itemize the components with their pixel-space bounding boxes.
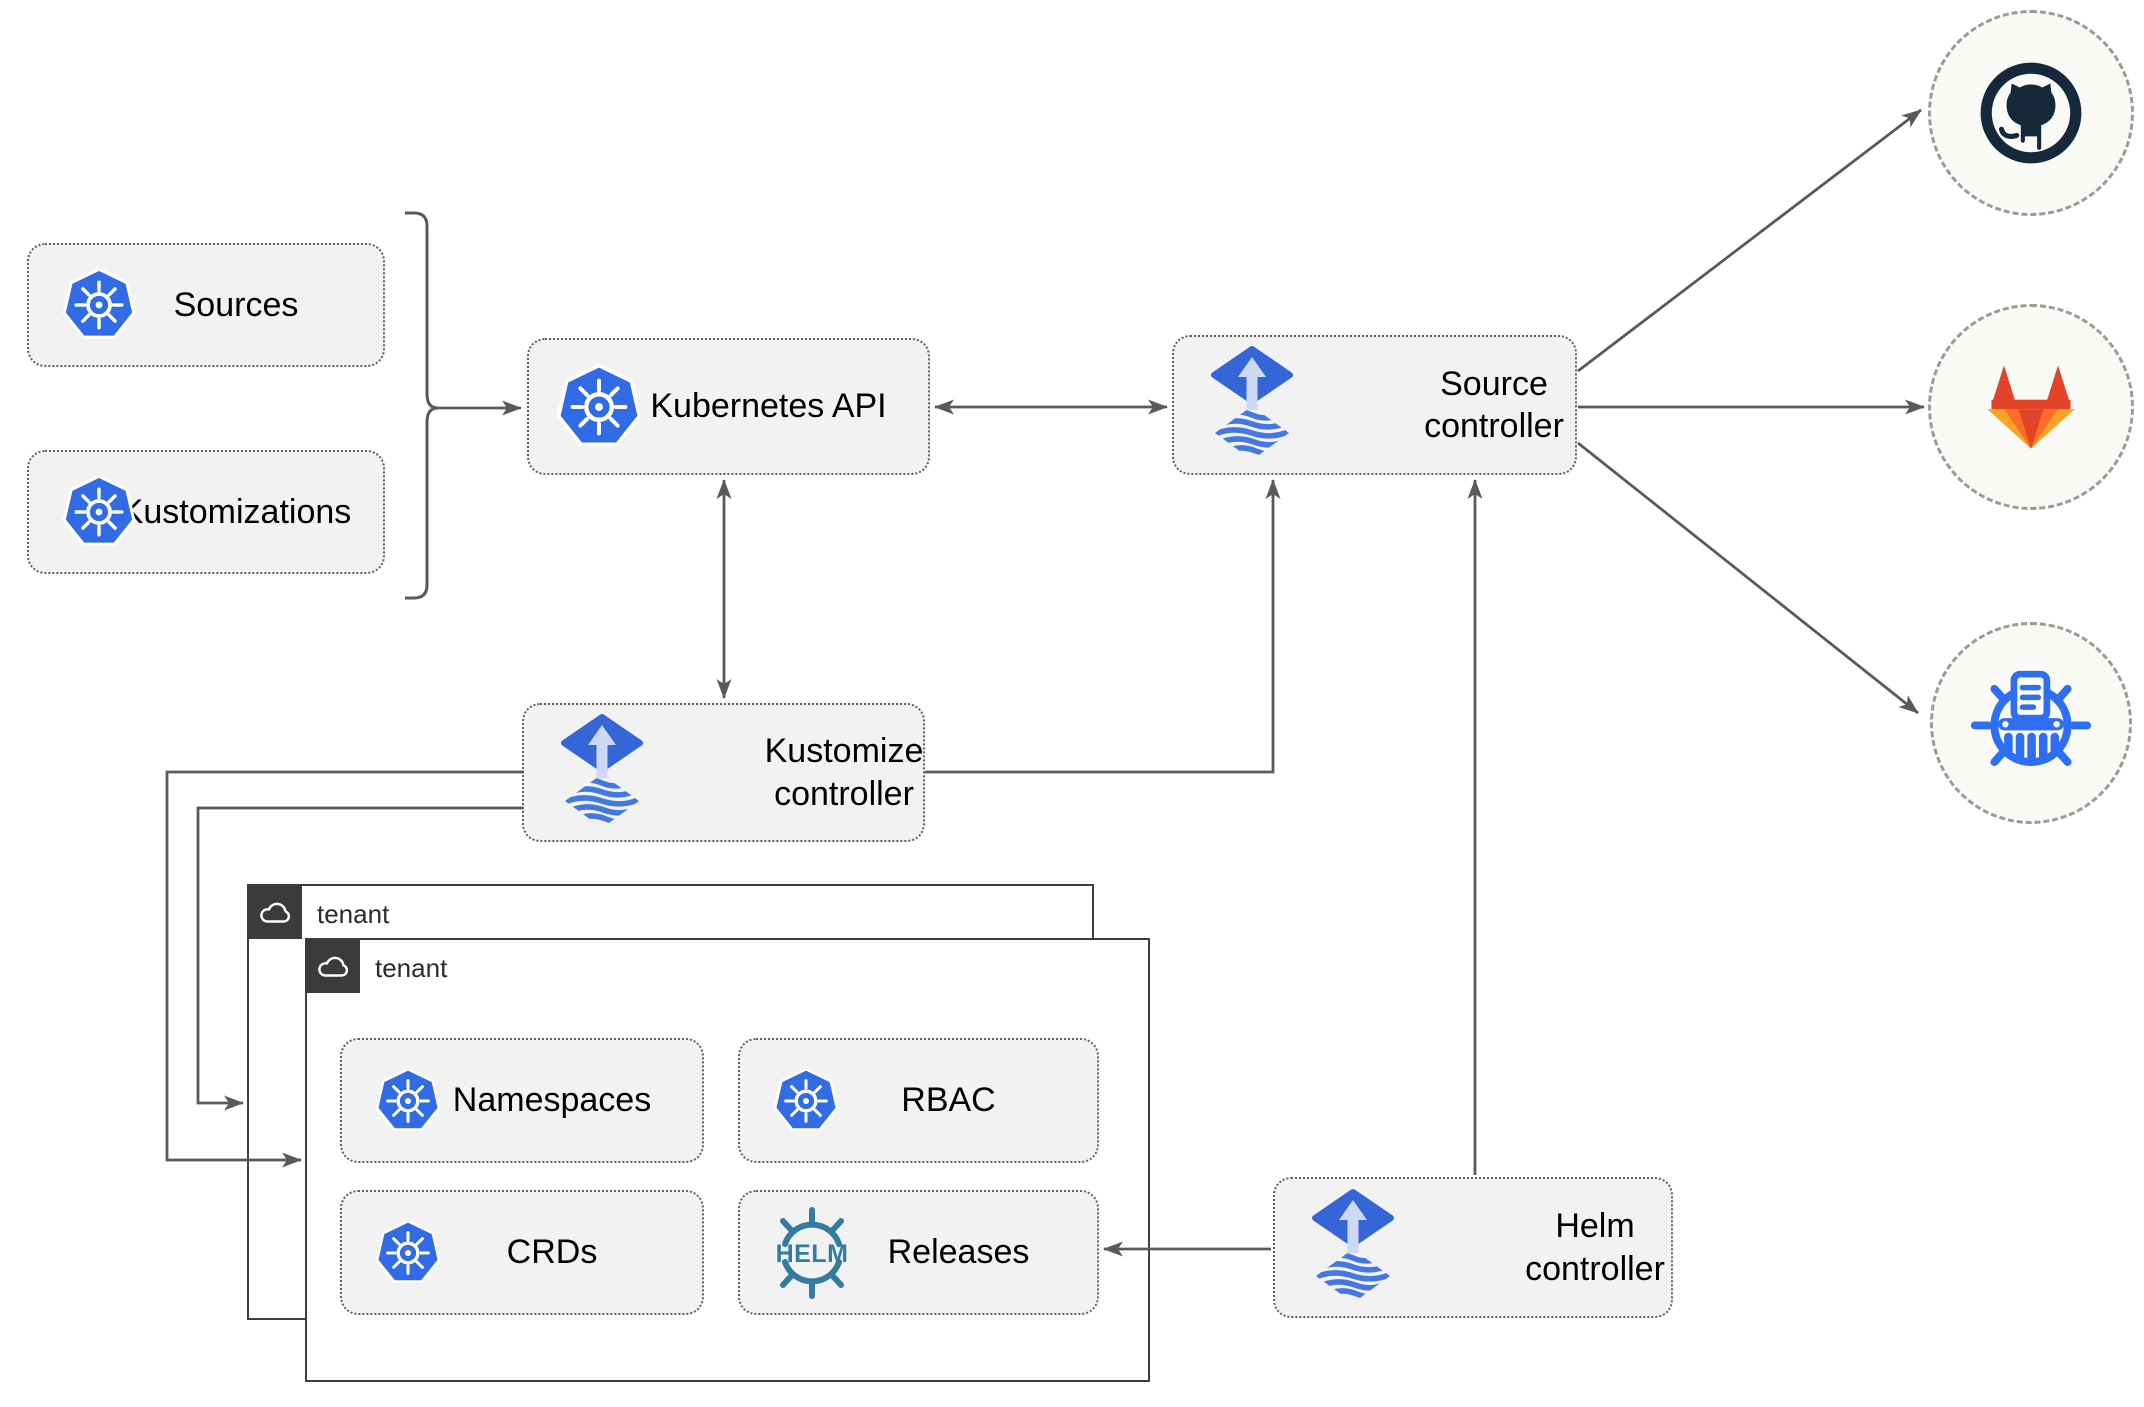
gitlab-icon xyxy=(1987,365,2075,449)
cloud-icon xyxy=(318,956,349,977)
cloud-icon xyxy=(260,902,291,923)
node-label: Kustomize controller xyxy=(764,732,924,813)
kubernetes-icon xyxy=(375,1068,441,1131)
tenant-label: tenant xyxy=(317,899,390,929)
kubernetes-icon xyxy=(773,1068,839,1131)
node-label: CRDs xyxy=(506,1233,598,1272)
node-kubernetes-api: Kubernetes API xyxy=(527,338,930,475)
node-label: RBAC xyxy=(901,1081,996,1120)
node-label: Kustomizations xyxy=(120,492,352,531)
node-sources: Sources xyxy=(27,243,385,367)
node-label: Helm controller xyxy=(1525,1207,1665,1288)
kubernetes-icon xyxy=(555,364,643,449)
node-kustomizations: Kustomizations xyxy=(27,450,385,574)
node-source-controller: Source controller xyxy=(1172,335,1577,475)
github-icon xyxy=(1980,62,2082,164)
tenant-tab xyxy=(248,885,302,939)
flux-icon xyxy=(560,714,644,832)
arrow-source-controller-to-github xyxy=(1577,108,1922,373)
node-namespaces: Namespaces xyxy=(340,1038,704,1163)
node-releases: HELM Releases xyxy=(738,1190,1099,1315)
helm-logo-text: HELM xyxy=(776,1240,849,1268)
arrow-kustomize-to-source-controller xyxy=(925,479,1281,774)
node-label: Source controller xyxy=(1424,364,1564,446)
node-helm-controller: Helm controller xyxy=(1273,1177,1673,1318)
node-label: Kubernetes API xyxy=(650,387,887,426)
node-kustomize-controller: Kustomize controller xyxy=(522,703,925,842)
arrow-source-controller-to-bucket xyxy=(1577,441,1919,715)
node-crds: CRDs xyxy=(340,1190,704,1315)
flux-icon xyxy=(1311,1189,1395,1307)
node-label: Sources xyxy=(173,285,299,324)
brace-sources-kustomizations xyxy=(405,211,439,600)
node-rbac: RBAC xyxy=(738,1038,1099,1163)
flux-icon xyxy=(1210,346,1294,464)
kubernetes-icon xyxy=(62,475,136,547)
helm-icon: HELM xyxy=(776,1206,849,1299)
kubernetes-icon xyxy=(62,268,136,340)
tenant-tab xyxy=(306,939,360,993)
bucket-storage-circle xyxy=(1930,622,2132,824)
bucket-storage-icon xyxy=(1970,670,2092,767)
node-label: Releases xyxy=(887,1233,1030,1272)
kubernetes-icon xyxy=(375,1220,441,1283)
gitlab-circle xyxy=(1928,304,2134,510)
tenant-label: tenant xyxy=(375,953,448,983)
github-circle xyxy=(1928,10,2134,216)
